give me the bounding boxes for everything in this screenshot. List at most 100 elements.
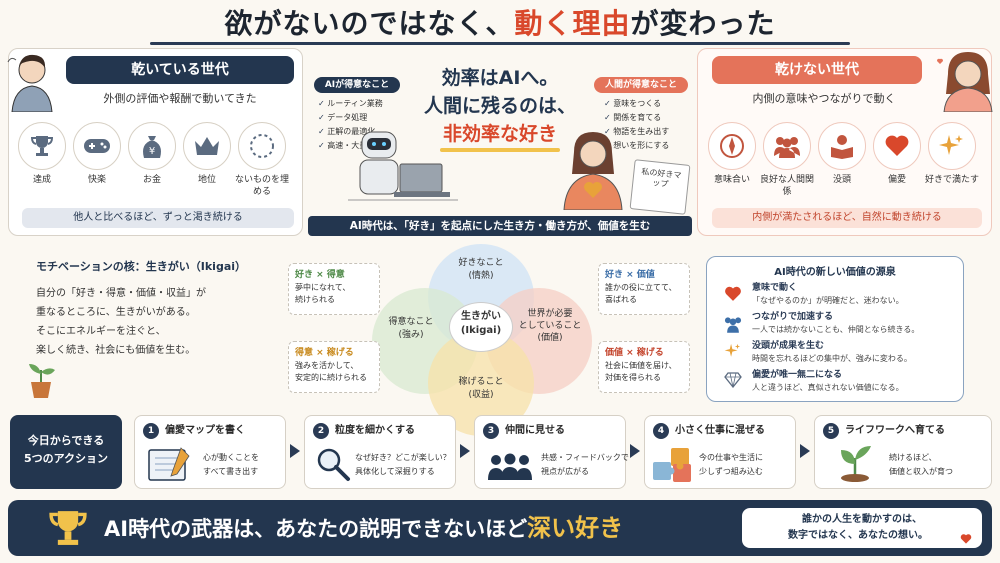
combo-body: 続けられる (295, 295, 335, 304)
magnifier-icon (315, 446, 351, 486)
reading-icon (818, 122, 866, 170)
source-body: 一人では続かないことも、仲間となら続きる。 (752, 325, 920, 334)
ikigai-body-line: 重なるところに、生きがいがある。 (36, 307, 196, 318)
headline-underline (440, 148, 560, 152)
sparkle-icon (928, 122, 976, 170)
step-body: 共感・フィードバックで (541, 453, 629, 462)
trophy-icon (18, 122, 66, 170)
worried-man-illustration (2, 48, 60, 113)
step-number: 5 (823, 423, 839, 439)
headline-highlight: 非効率な好き (442, 123, 557, 145)
left-panel-footer: 他人と比べるほど、ずっと渇き続ける (22, 208, 294, 228)
step-title: ライフワークへ育てる (845, 425, 945, 436)
step-body: 今の仕事や生活に (699, 453, 763, 462)
step-body: 続けるほど、 (889, 453, 937, 462)
combo-body: 強みを活かして、 (295, 361, 359, 370)
step-title: 仲間に見せる (505, 425, 565, 436)
ikigai-combo-box: 好き × 得意 夢中になれて、 続けられる (288, 263, 380, 315)
ai-strengths-tag: AIが得意なこと (314, 77, 400, 93)
ikigai-combo-box: 価値 × 稼げる 社会に価値を届け、 対価を得られる (598, 341, 690, 393)
group-icon (487, 452, 533, 484)
left-panel-header: 乾いている世代 (66, 56, 294, 84)
combo-body: 喜ばれる (605, 295, 637, 304)
source-body: 人と違うほど、真似されない価値になる。 (752, 383, 904, 392)
ikigai-body-line: 自分の「好き・得意・価値・収益」が (36, 288, 206, 299)
right-panel-header: 乾けない世代 (712, 56, 922, 84)
step-title: 粒度を細かくする (335, 425, 415, 436)
heart-icon (873, 122, 921, 170)
action-step-2: 2 粒度を細かくする なぜ好き？どこが楽しい？ 具体化して深掘りする (304, 415, 456, 489)
ai-list-item: データ処理 (318, 111, 408, 125)
step-number: 4 (653, 423, 669, 439)
step-body: 心が動くことを (203, 453, 259, 462)
headline-line2: 人間に残るのは、 (423, 95, 576, 117)
action-step-3: 3 仲間に見せる 共感・フィードバックで 視点が広がる (474, 415, 629, 489)
step-body: なぜ好き？どこが楽しい？ (355, 453, 451, 462)
step-body: 具体化して深掘りする (355, 467, 435, 476)
ikigai-body-line: 楽しく続き、社会にも価値を生む。 (36, 345, 196, 356)
human-strengths-list: 意味をつくる 関係を育てる 物語を生み出す 想いを形にする (604, 97, 694, 153)
notebook-title: 私の好きマップ (641, 167, 682, 189)
ai-list-item: 正解の最適化 (318, 125, 408, 139)
left-item-label: 地位 (197, 175, 216, 185)
ikigai-income-label: 稼げること (458, 377, 504, 387)
step-arrow-icon (800, 444, 810, 458)
left-item-label: お金 (142, 175, 161, 185)
source-body: 「なぜやるのか」が明確だと、迷わない。 (752, 296, 904, 305)
left-panel-subtitle: 外側の評価や報酬で動いてきた (103, 92, 257, 105)
combo-body: 誰かの役に立てて、 (605, 283, 677, 292)
source-item: 意味で動く 「なぜやるのか」が明確だと、迷わない。 (752, 282, 962, 306)
left-item-label: 快楽 (87, 175, 106, 185)
combo-body: 安定的に続けられる (295, 373, 367, 382)
right-item-label: 好きで満たす (924, 175, 979, 185)
compass-icon (708, 122, 756, 170)
puzzle-icon (651, 444, 695, 488)
source-title: 意味で動く (752, 283, 798, 293)
liked-map-notebook: 私の好きマップ (629, 159, 691, 215)
title-highlight: 動く理由 (514, 7, 631, 40)
svg-text:¥: ¥ (149, 146, 155, 157)
robot-illustration (348, 128, 458, 208)
right-item-label: 偏愛 (887, 175, 906, 185)
ikigai-strength-label: 得意なこと (388, 317, 434, 327)
step-body: 視点が広がる (541, 467, 589, 476)
dashed-circle-icon (238, 122, 286, 170)
ikigai-center (449, 302, 513, 352)
left-item-label: 達成 (32, 175, 51, 185)
happy-woman-illustration (934, 48, 998, 113)
source-title: 偏愛が唯一無二になる (752, 370, 843, 380)
step-arrow-icon (460, 444, 470, 458)
source-body: 時間を忘れるほどの集中が、強みに変わる。 (752, 354, 912, 363)
source-item: 没頭が成果を生む 時間を忘れるほどの集中が、強みに変わる。 (752, 340, 962, 364)
trophy-icon (46, 506, 90, 550)
gamepad-icon (73, 122, 121, 170)
combo-body: 社会に価値を届け、 (605, 361, 677, 370)
ikigai-passion-label: 好きなこと (458, 258, 504, 268)
ai-strengths-list: ルーティン業務 データ処理 正解の最適化 高速・大量処理 (318, 97, 408, 153)
right-panel-subtitle: 内側の意味やつながりで動く (752, 92, 896, 105)
source-item: つながりで加速する 一人では続かないことも、仲間となら続きる。 (752, 311, 962, 335)
combo-title: 好き × 得意 (295, 270, 345, 280)
bubble-line: 誰かの人生を動かすのは、 (802, 514, 922, 525)
source-title: 没頭が成果を生む (752, 341, 825, 351)
right-item-label: 良好な人間関係 (759, 175, 814, 197)
right-item-label: 意味合い (713, 175, 750, 185)
people-icon (722, 315, 744, 333)
diamond-icon (724, 372, 742, 389)
money-bag-icon: ¥ (128, 122, 176, 170)
actions-label-line: 5つのアクション (23, 452, 109, 465)
human-strengths-tag: 人間が得意なこと (594, 77, 688, 93)
value-sources-panel (706, 256, 964, 402)
ikigai-title: モチベーションの核：生きがい（Ikigai） (36, 260, 247, 273)
step-number: 1 (143, 423, 159, 439)
human-list-item: 物語を生み出す (604, 125, 694, 139)
source-title: つながりで加速する (752, 312, 834, 322)
people-icon (763, 122, 811, 170)
step-number: 3 (483, 423, 499, 439)
ikigai-income-sub: (収益) (468, 390, 494, 400)
step-arrow-icon (290, 444, 300, 458)
value-sources-title: AI時代の新しい価値の源泉 (774, 267, 896, 278)
actions-label-box (10, 415, 122, 489)
bottom-speech-bubble (742, 508, 982, 548)
ikigai-value-sub: (価値) (537, 333, 563, 343)
